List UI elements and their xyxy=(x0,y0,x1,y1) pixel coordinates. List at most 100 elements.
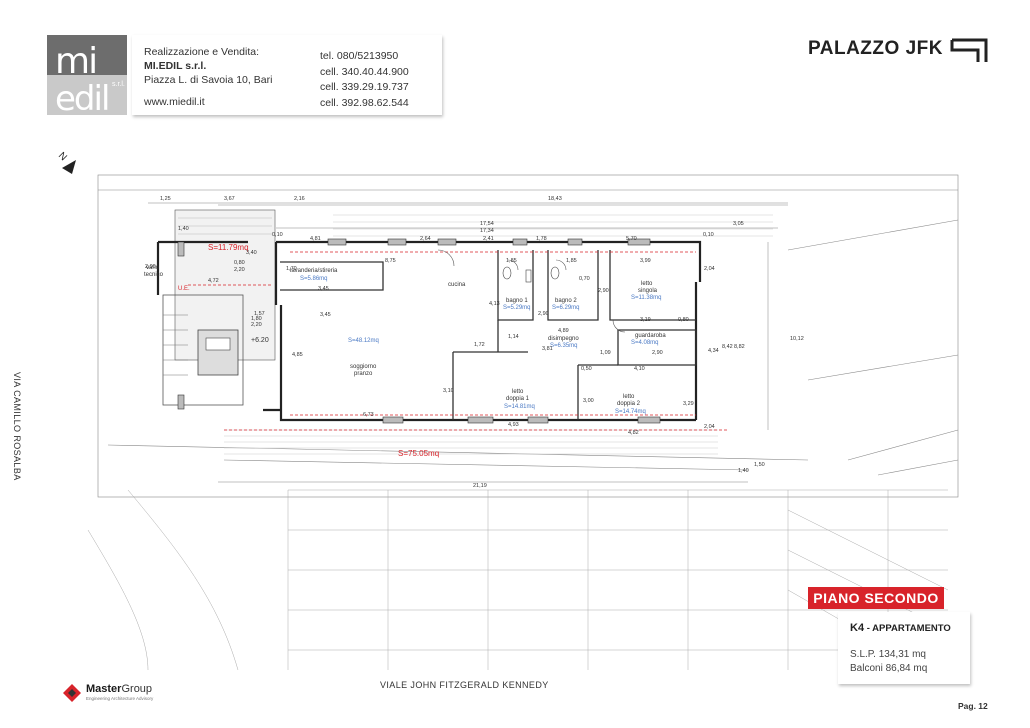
street-left-label: VIA CAMILLO ROSALBA xyxy=(12,372,22,481)
dim-2-04-b: 2,04 xyxy=(704,424,715,430)
logo-edil-text: edil xyxy=(55,79,110,115)
guardaroba-area: S=4.08mq xyxy=(631,340,659,346)
dim-4-72: 4,72 xyxy=(208,278,219,284)
dim-3-19: 3,19 xyxy=(640,317,651,323)
dim-3-05: 3,05 xyxy=(733,221,744,227)
bagno2-area: S=6.29mq xyxy=(552,305,580,311)
soggiorno-label: soggiorno xyxy=(350,364,377,370)
letto-singola-area: S=11.38mq xyxy=(631,295,661,301)
dim-2-00: 2,00 xyxy=(145,264,156,270)
soggiorno-area: S=48.12mq xyxy=(348,338,379,344)
logo-srl-text: s.r.l. xyxy=(112,81,125,88)
dim-0-10-b: 0,10 xyxy=(703,232,714,238)
dim-3-99: 3,99 xyxy=(640,258,651,264)
realizzazione-label: Realizzazione e Vendita: xyxy=(144,46,259,58)
dim-1-70: 1,70 xyxy=(286,266,297,272)
dim-3-45-b: 3,45 xyxy=(320,312,331,318)
dim-2-20: 2,20 xyxy=(234,267,245,273)
mastergroup-master: Master xyxy=(86,683,122,695)
bagno2-label: bagno 2 xyxy=(555,298,577,304)
dim-4-82: 4,82 xyxy=(628,430,639,436)
ue-label: U.E. xyxy=(178,286,190,292)
dim-1-50: 1,50 xyxy=(754,462,765,468)
pranzo-label: pranzo xyxy=(354,371,373,377)
contact-card: Realizzazione e Vendita: MI.EDIL s.r.l. … xyxy=(132,35,442,115)
dim-3-40: 3,40 xyxy=(246,250,257,256)
website-link[interactable]: www.miedil.it xyxy=(144,96,205,108)
level-label: +6.20 xyxy=(251,337,269,344)
cucina-label: cucina xyxy=(448,282,466,288)
dim-2-90-c: 2,90 xyxy=(652,350,663,356)
apartment-label: - APPARTAMENTO xyxy=(864,623,951,634)
dim-5-70: 5,70 xyxy=(626,236,637,242)
company-info: Realizzazione e Vendita: MI.EDIL s.r.l. … xyxy=(144,45,272,109)
dim-4-81: 4,81 xyxy=(310,236,321,242)
vano-tecnico-label-2: tecnico xyxy=(144,272,164,278)
dim-1-72: 1,72 xyxy=(474,342,485,348)
dim-3-00: 3,00 xyxy=(583,398,594,404)
slp-value: S.L.P. 134,31 mq xyxy=(850,649,926,660)
phone-tel[interactable]: tel. 080/5213950 xyxy=(320,50,399,62)
company-name: MI.EDIL s.r.l. xyxy=(144,60,207,72)
dim-3-67: 3,67 xyxy=(224,196,235,202)
mastergroup-name: MasterGroup xyxy=(86,683,152,695)
disimpegno-area: S=6.35mq xyxy=(550,343,578,349)
apartment-info-card: K4 - APPARTAMENTO S.L.P. 134,31 mq Balco… xyxy=(838,612,970,684)
mastergroup-group: Group xyxy=(121,683,153,695)
logo-mi-text: mi xyxy=(55,41,98,82)
piano-badge: PIANO SECONDO xyxy=(808,587,944,609)
terrace-area: S=11.79mq xyxy=(208,243,249,252)
dim-2-04: 2,04 xyxy=(704,266,715,272)
street-bottom-label: VIALE JOHN FITZGERALD KENNEDY xyxy=(380,680,549,690)
dim-2-90: 2,90 xyxy=(538,311,549,317)
miedil-logo: mi edil s.r.l. xyxy=(47,35,127,115)
dim-4-85: 4,85 xyxy=(292,352,303,358)
phone-list: tel. 080/5213950 cell. 340.40.44.900 cel… xyxy=(320,49,409,111)
dim-1-85-b: 1,85 xyxy=(566,258,577,264)
dim-8-42: 8,42 xyxy=(722,344,733,350)
floor-plan: N xyxy=(56,150,959,671)
dim-1-40-b: 1,40 xyxy=(738,468,749,474)
phone-cell-1[interactable]: cell. 340.40.44.900 xyxy=(320,65,409,78)
dim-17-34: 17,34 xyxy=(480,228,494,234)
dim-3-29: 3,29 xyxy=(683,401,694,407)
dim-21-19: 21,19 xyxy=(473,483,487,489)
dim-18-43: 18,43 xyxy=(548,196,562,202)
dim-2-90-b: 2,90 xyxy=(598,288,609,294)
dim-0-80: 0,80 xyxy=(234,260,245,266)
dim-1-78: 1,78 xyxy=(536,236,547,242)
letto-singola-label: letto xyxy=(641,281,653,287)
dim-8-82: 8,82 xyxy=(734,344,745,350)
letto-doppia-2-label-2: doppia 2 xyxy=(617,401,641,407)
dim-1-14: 1,14 xyxy=(508,334,519,340)
letto-doppia-2-label: letto xyxy=(623,394,635,400)
balcony-area: S=75.05mq xyxy=(398,449,439,458)
dim-17-54: 17,54 xyxy=(480,221,494,227)
dim-4-13: 4,13 xyxy=(489,301,500,307)
page-title: PALAZZO JFK xyxy=(808,38,943,59)
dim-1-09: 1,09 xyxy=(600,350,611,356)
dim-1-85: 1,85 xyxy=(506,258,517,264)
letto-doppia-1-label: letto xyxy=(512,389,524,395)
dim-2-41: 2,41 xyxy=(483,236,494,242)
dim-4-93: 4,93 xyxy=(508,422,519,428)
phone-cell-3[interactable]: cell. 392.98.62.544 xyxy=(320,96,409,109)
north-label: N xyxy=(56,150,69,163)
dim-3-81: 3,81 xyxy=(542,346,553,352)
lavanderia-label: lavanderia/stireria xyxy=(290,268,338,274)
page-number: Pag. 12 xyxy=(958,701,988,711)
dim-1-57: 1,57 xyxy=(254,311,265,317)
north-arrow-icon xyxy=(62,160,76,174)
dim-4-89: 4,89 xyxy=(558,328,569,334)
letto-doppia-1-label-2: doppia 1 xyxy=(506,396,530,402)
dim-10-12: 10,12 xyxy=(790,336,804,342)
bagno1-area: S=5.29mq xyxy=(503,305,531,311)
company-address: Piazza L. di Savoia 10, Bari xyxy=(144,74,273,86)
letto-singola-label-2: singola xyxy=(638,288,658,294)
jfk-mark-icon xyxy=(950,38,988,62)
phone-cell-2[interactable]: cell. 339.29.19.737 xyxy=(320,81,409,93)
bagno1-label: bagno 1 xyxy=(506,298,528,304)
disimpegno-label: disimpegno xyxy=(548,336,579,342)
vano-tecnico-label: vano xyxy=(146,265,160,271)
dim-3-45: 3,45 xyxy=(318,286,329,292)
